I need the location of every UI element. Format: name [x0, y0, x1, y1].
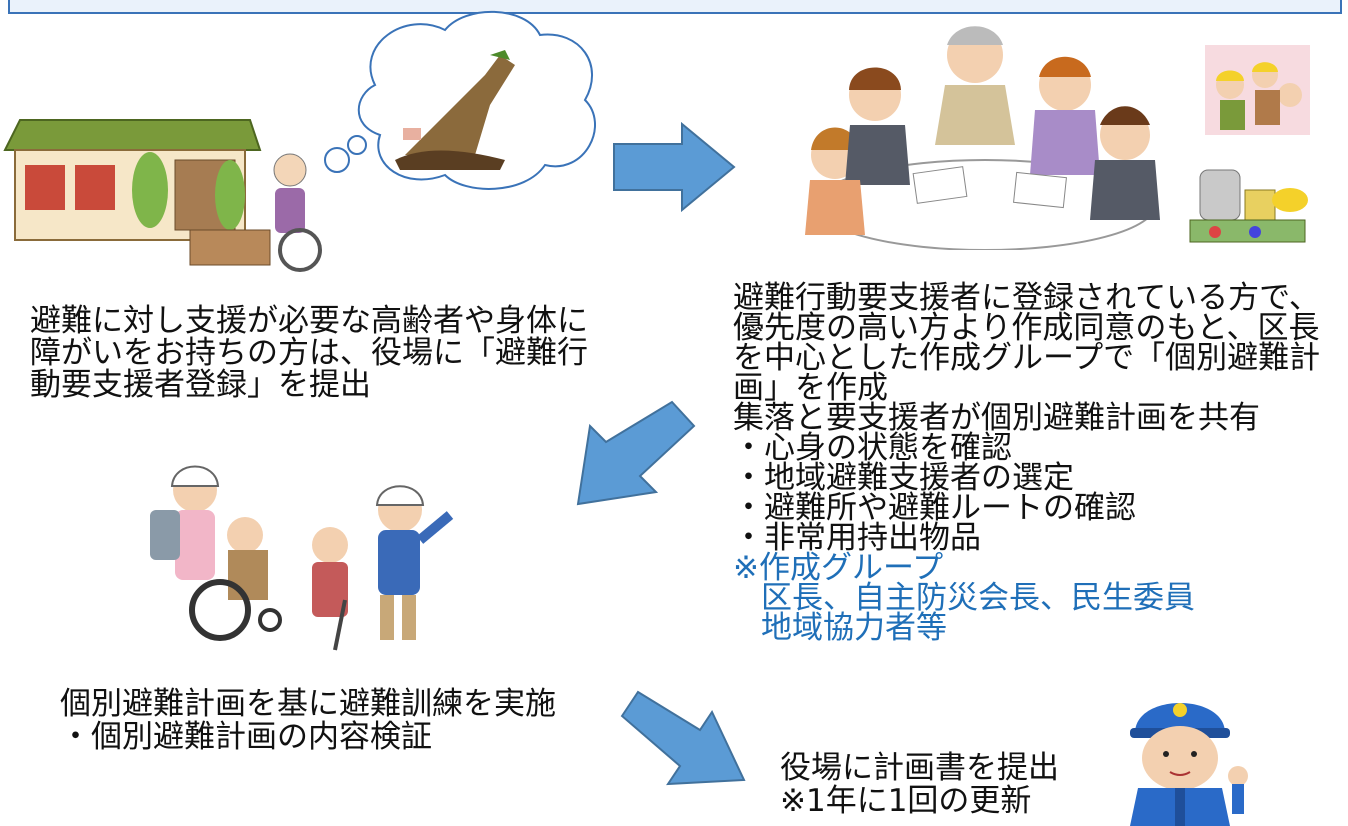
step4-line: 役場に計画書を提出 — [780, 750, 1059, 786]
step2-line: 画」を作成 — [733, 370, 888, 406]
step1-line: 障がいをお持ちの方は、役場に「避難行 — [30, 335, 588, 371]
step2-bullet: ・避難所や避難ルートの確認 — [733, 490, 1136, 526]
step1-line: 避難に対し支援が必要な高齢者や身体に — [30, 303, 588, 339]
emergency-supplies-illustration — [1189, 169, 1308, 243]
step2-bullet: ・非常用持出物品 — [733, 520, 981, 556]
step2-bullet: ・地域避難支援者の選定 — [733, 460, 1074, 496]
step2-text: 避難行動要支援者に登録されている方で、 優先度の高い方より作成同意のもと、区長 … — [733, 280, 1321, 646]
step2-bullet: ・心身の状態を確認 — [733, 430, 1012, 466]
top-frame — [8, 0, 1342, 14]
step4-text: 役場に計画書を提出 ※1年に1回の更新 — [780, 752, 1059, 818]
flow-arrow-down-left — [576, 400, 696, 506]
town-official-illustration — [1130, 703, 1248, 826]
step1-text: 避難に対し支援が必要な高齢者や身体に 障がいをお持ちの方は、役場に「避難行 動要… — [30, 305, 588, 401]
landslide-thought-bubble — [324, 10, 596, 190]
step4-line: ※1年に1回の更新 — [780, 783, 1032, 819]
evacuation-drill-illustration — [150, 465, 454, 651]
step3-line: ・個別避難計画の内容検証 — [60, 719, 432, 755]
step3-text: 個別避難計画を基に避難訓練を実施 ・個別避難計画の内容検証 — [60, 688, 556, 754]
step2-line: 優先度の高い方より作成同意のもと、区長 — [733, 310, 1320, 346]
step2-line: 集落と要支援者が個別避難計画を共有 — [733, 400, 1260, 436]
flow-arrow-down-right — [620, 690, 746, 786]
step2-line: 避難行動要支援者に登録されている方で、 — [733, 280, 1320, 316]
step2-line: を中心とした作成グループで「個別避難計 — [733, 340, 1321, 376]
house-elderly-illustration — [3, 119, 322, 272]
meeting-illustration — [805, 26, 1160, 250]
group-member-line: 区長、自主防災会長、民生委員 — [761, 580, 1195, 616]
helmet-workers-illustration — [1205, 45, 1310, 135]
flow-arrow-right — [613, 122, 736, 212]
step1-line: 動要支援者登録」を提出 — [30, 367, 371, 403]
step3-line: 個別避難計画を基に避難訓練を実施 — [60, 686, 556, 722]
group-member-line: 地域協力者等 — [761, 610, 947, 646]
group-title: ※作成グループ — [733, 550, 944, 586]
